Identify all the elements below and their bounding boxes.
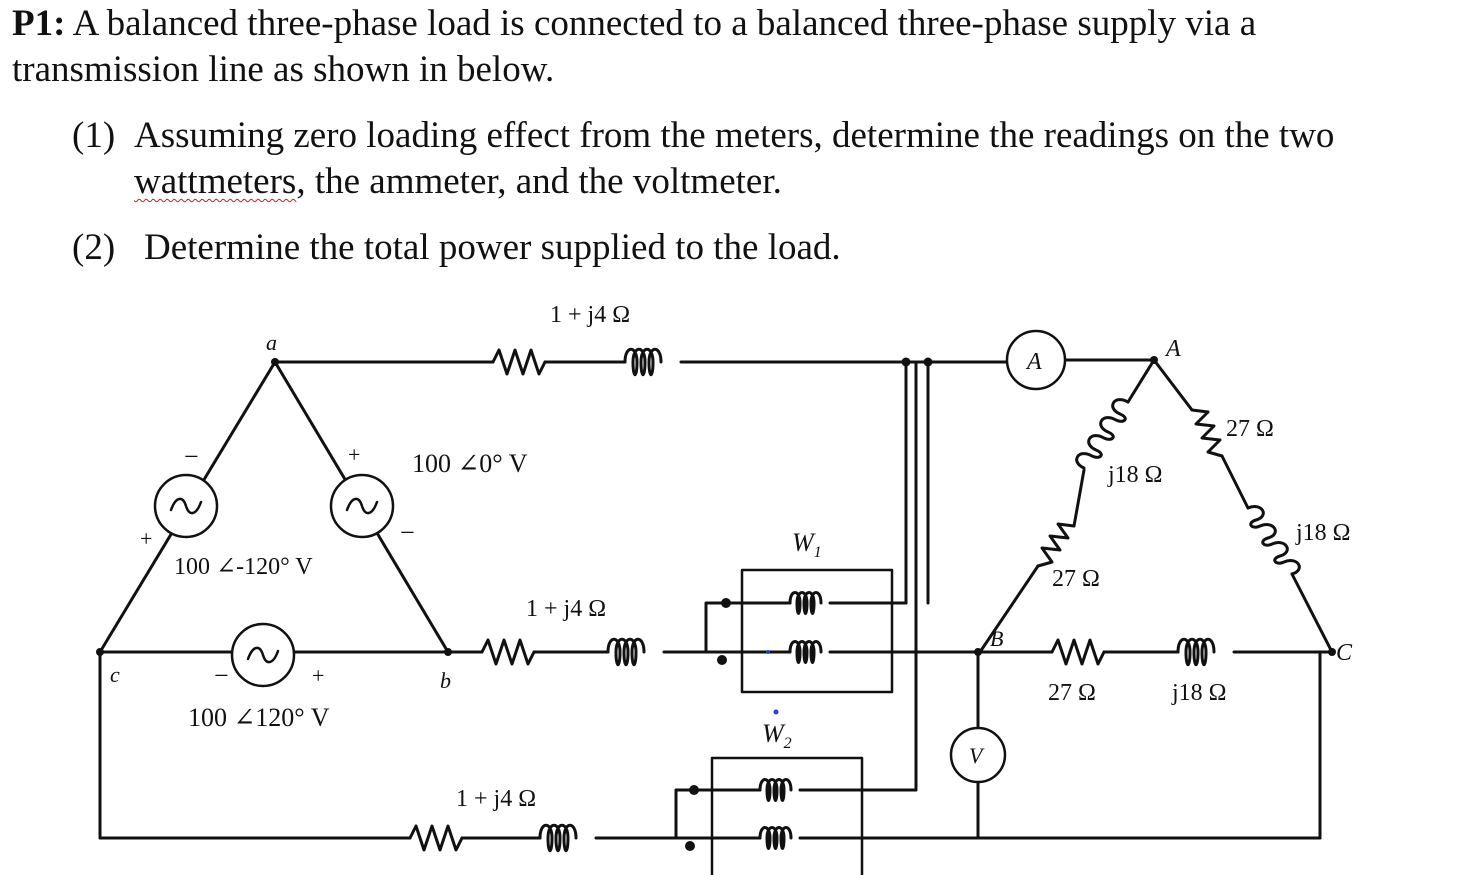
source-ca-label: 100 ∠120° V <box>188 703 330 732</box>
wattmeter-1-marker <box>766 650 770 654</box>
voltmeter-icon: V <box>949 726 1007 784</box>
wattmeter-2-label: W2 <box>762 719 792 752</box>
problem-label: P1: <box>12 3 66 44</box>
node-c-label: c <box>110 662 120 687</box>
line-a-inductor <box>623 347 663 377</box>
source-bc-label: 100 ∠-120° V <box>174 554 313 580</box>
question-1-line2-rest: , the ammeter, and the voltmeter. <box>296 161 782 202</box>
wattmeter-1-current-coil <box>788 640 823 664</box>
ac-source-right-icon <box>329 473 395 539</box>
line-a: 1 + j4 Ω <box>273 302 1008 377</box>
source-delta: a b c − + + − − + 100 ∠0° V 100 ∠-120° V… <box>96 330 528 732</box>
line-b-inductor <box>606 637 646 667</box>
ammeter-icon: A <box>1005 329 1067 391</box>
source-left-minus: − <box>184 442 199 471</box>
problem-statement-line1: A balanced three-phase load is connected… <box>72 3 1257 44</box>
load-BC-resistor <box>1050 638 1106 666</box>
source-bottom-minus: − <box>214 661 229 690</box>
question-1-line1: Assuming zero loading effect from the me… <box>134 115 1335 156</box>
load-CA-resistance-label: 27 Ω <box>1226 416 1274 442</box>
question-1-line2: wattmeters, the ammeter, and the voltmet… <box>134 158 782 205</box>
problem-statement-line2: transmission line as shown in below. <box>12 49 555 90</box>
source-right-minus: − <box>400 518 415 547</box>
node-a-label: a <box>266 330 277 355</box>
problem-statement: P1: A balanced three-phase load is conne… <box>12 0 1256 47</box>
question-2-text: Determine the total power supplied to th… <box>144 227 841 268</box>
line-a-resistor <box>491 348 547 376</box>
line-a-impedance-label: 1 + j4 Ω <box>550 302 630 328</box>
wattmeter-2: W2 <box>674 360 980 875</box>
load-node-B-label: B <box>990 626 1003 651</box>
line-b-resistor <box>480 638 536 666</box>
ammeter-label: A <box>1025 349 1042 375</box>
source-ab-label: 100 ∠0° V <box>412 449 528 478</box>
load-BC-resistance-label: 27 Ω <box>1048 680 1096 706</box>
question-2-number: (2) <box>72 227 116 268</box>
load-delta: A B C j18 Ω 27 Ω 27 Ω j18 Ω 27 Ω j18 Ω <box>978 336 1353 706</box>
question-1-number: (1) <box>72 115 116 156</box>
line-b-impedance-label: 1 + j4 Ω <box>526 596 606 622</box>
source-left-plus: + <box>140 526 152 551</box>
line-c: 1 + j4 Ω <box>98 650 692 853</box>
load-CA-inductor <box>1246 505 1301 576</box>
load-CA-inductance-label: j18 Ω <box>1295 520 1351 546</box>
wattmeter-2-current-coil <box>758 826 793 850</box>
line-b: 1 + j4 Ω <box>446 596 724 667</box>
line-c-impedance-label: 1 + j4 Ω <box>456 786 536 812</box>
wattmeter-2-marker <box>773 709 779 715</box>
load-node-A-label: A <box>1164 336 1181 362</box>
ac-source-bottom-icon <box>230 622 296 688</box>
source-bottom-plus: + <box>312 663 324 688</box>
node-b-label: b <box>440 668 451 693</box>
ac-source-left-icon <box>153 473 219 539</box>
wattmeter-1: W1 <box>704 360 980 694</box>
load-AB-resistor <box>1036 522 1076 568</box>
wattmeter-2-voltage-coil <box>758 778 793 802</box>
source-right-plus: + <box>348 442 360 467</box>
line-c-inductor <box>538 823 578 853</box>
load-AB-inductance-label: j18 Ω <box>1107 462 1163 488</box>
line-c-resistor <box>408 824 464 852</box>
wattmeter-1-label: W1 <box>792 528 822 561</box>
wattmeters-term: wattmeters <box>134 161 297 202</box>
load-AB-resistance-label: 27 Ω <box>1052 566 1100 592</box>
load-AB-inductor <box>1075 398 1130 470</box>
load-BC-inductor <box>1176 637 1216 667</box>
load-CA-resistor <box>1190 408 1224 458</box>
voltmeter-label: V <box>969 743 985 768</box>
load-BC-inductance-label: j18 Ω <box>1171 680 1227 706</box>
load-node-C-label: C <box>1336 640 1353 666</box>
wattmeter-1-voltage-coil <box>788 591 823 615</box>
